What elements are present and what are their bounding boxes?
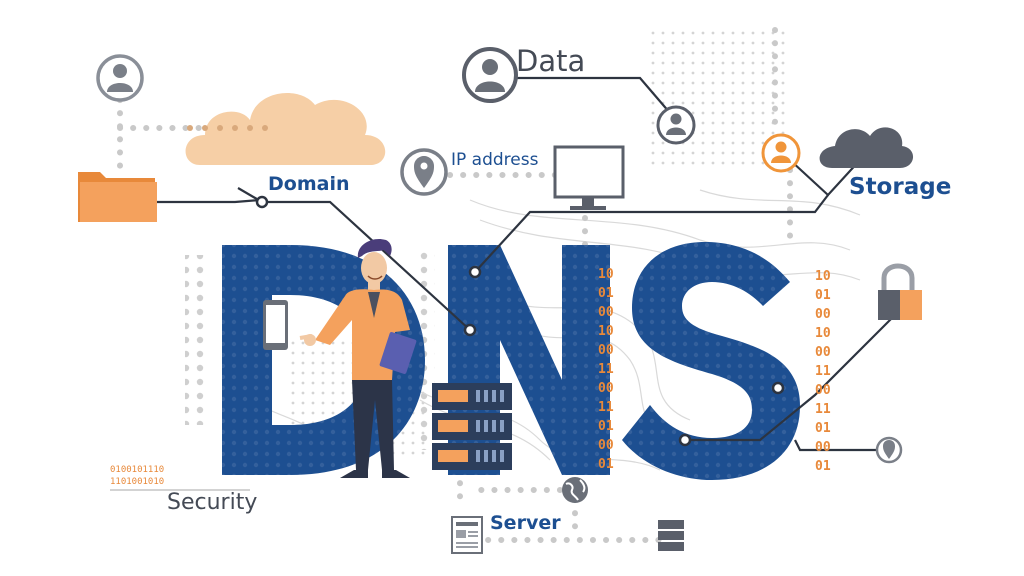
binary-column-2: 10 01 00 10 00 11 00 11 01 00 01 bbox=[815, 269, 831, 474]
user-icon bbox=[96, 54, 144, 102]
binary-digit: 11 bbox=[815, 402, 831, 417]
document-icon bbox=[451, 516, 483, 554]
binary-digit: 01 bbox=[598, 419, 614, 434]
label-security: Security bbox=[167, 490, 258, 515]
label-data: Data bbox=[516, 44, 586, 78]
binary-digit: 00 bbox=[815, 440, 831, 455]
smartphone-icon bbox=[263, 300, 288, 350]
binary-digit: 11 bbox=[815, 364, 831, 379]
binary-strip-line: 0100101110 bbox=[110, 465, 164, 475]
network-lines bbox=[118, 76, 901, 452]
small-server-icon bbox=[658, 520, 684, 551]
person-figure bbox=[299, 239, 417, 478]
binary-strip-line: 1101001010 bbox=[110, 477, 164, 487]
server-rack-icon bbox=[432, 383, 512, 470]
small-location-pin-icon bbox=[875, 436, 903, 464]
binary-digit: 00 bbox=[598, 381, 614, 396]
tablet-icon bbox=[379, 332, 417, 374]
binary-digit: 10 bbox=[598, 267, 614, 282]
folder-icon bbox=[78, 172, 157, 222]
location-pin-icon bbox=[400, 148, 448, 196]
binary-digit: 01 bbox=[815, 421, 831, 436]
label-domain: Domain bbox=[268, 173, 350, 195]
binary-digit: 00 bbox=[815, 307, 831, 322]
binary-digit: 00 bbox=[598, 305, 614, 320]
binary-digit: 11 bbox=[598, 400, 614, 415]
binary-digit: 11 bbox=[598, 362, 614, 377]
data-user-icon bbox=[462, 47, 518, 103]
binary-digit: 10 bbox=[815, 326, 831, 341]
binary-digit: 10 bbox=[815, 269, 831, 284]
binary-column-1: 10 01 00 10 00 11 00 11 01 00 01 bbox=[598, 267, 614, 472]
label-storage: Storage bbox=[849, 174, 952, 200]
monitor-icon bbox=[553, 145, 625, 210]
label-server: Server bbox=[490, 512, 561, 534]
binary-digit: 01 bbox=[598, 286, 614, 301]
label-ip-address: IP address bbox=[451, 150, 539, 170]
storage-cloud-icon bbox=[819, 127, 914, 168]
dot-column-left bbox=[185, 255, 205, 425]
binary-digit: 01 bbox=[815, 288, 831, 303]
small-user-icon bbox=[656, 105, 696, 145]
cloud-icon bbox=[185, 93, 386, 165]
binary-strip: 0100101110 1101001010 bbox=[110, 465, 164, 487]
binary-digit: 00 bbox=[598, 438, 614, 453]
binary-digit: 01 bbox=[815, 459, 831, 474]
binary-digit: 00 bbox=[815, 345, 831, 360]
orange-user-icon bbox=[761, 133, 801, 173]
cloud-dots bbox=[187, 125, 268, 131]
binary-digit: 00 bbox=[598, 343, 614, 358]
binary-digit: 00 bbox=[815, 383, 831, 398]
lock-icon bbox=[878, 263, 922, 320]
binary-digit: 01 bbox=[598, 457, 614, 472]
globe-icon bbox=[562, 477, 588, 503]
binary-digit: 10 bbox=[598, 324, 614, 339]
